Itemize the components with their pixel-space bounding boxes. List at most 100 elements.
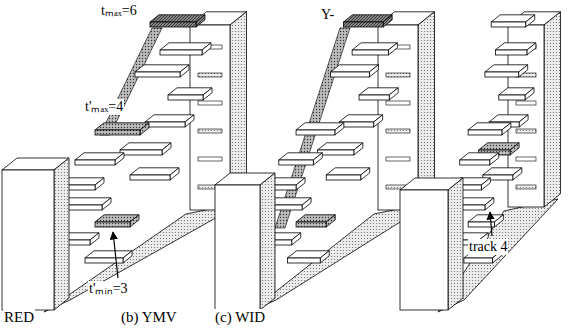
- front-block: [215, 173, 275, 310]
- box-side: [196, 15, 205, 27]
- track-bar: [85, 251, 132, 263]
- track-bar: [468, 215, 503, 227]
- box-side: [335, 123, 344, 135]
- box-side: [320, 251, 329, 263]
- box-side: [388, 43, 397, 55]
- wall-slot: [516, 129, 536, 133]
- box-side: [510, 143, 519, 155]
- wall-slot: [516, 157, 536, 161]
- box-front: [485, 72, 519, 77]
- box-front: [130, 175, 170, 180]
- track-panel: [400, 12, 561, 312]
- box-side: [383, 15, 392, 27]
- track-bar: [120, 143, 171, 155]
- box-side: [369, 65, 378, 77]
- panel-caption: (b) YMV: [120, 309, 178, 326]
- box-side: [162, 143, 171, 155]
- box-side: [448, 178, 463, 310]
- box-side: [389, 88, 398, 100]
- track-bar: [491, 15, 535, 27]
- box-side: [185, 115, 194, 127]
- box-side: [180, 65, 189, 77]
- track-bar: [460, 153, 499, 165]
- box-front: [75, 160, 115, 165]
- track-bar: [296, 123, 344, 135]
- box-front: [120, 150, 162, 155]
- box-side: [485, 198, 494, 210]
- box-front: [145, 122, 185, 127]
- leader-arrow: [490, 212, 492, 236]
- wall-slot: [198, 129, 222, 133]
- box-front: [343, 22, 383, 27]
- track-bar: [279, 153, 323, 165]
- box-side: [481, 178, 490, 190]
- box-front: [279, 160, 314, 165]
- box-front: [495, 50, 526, 55]
- track-bar: [352, 43, 397, 55]
- box-front: [400, 190, 448, 310]
- box-side: [526, 15, 535, 27]
- track-bar: [135, 65, 189, 77]
- wall-slot: [386, 73, 410, 77]
- track-bar: [296, 215, 335, 227]
- track-bar: [495, 43, 536, 55]
- box-side: [170, 168, 179, 180]
- box-side: [123, 251, 132, 263]
- track-panel: [2, 12, 247, 312]
- box-front: [352, 50, 388, 55]
- box-side: [95, 178, 104, 190]
- panel-caption: RED: [3, 309, 35, 326]
- track-bar: [499, 88, 534, 100]
- box-side: [296, 178, 305, 190]
- track-bar: [359, 88, 398, 100]
- box-front: [326, 175, 361, 180]
- track-bar: [130, 168, 179, 180]
- box-front: [160, 50, 202, 55]
- wall-slot: [516, 185, 536, 189]
- box-front: [464, 258, 493, 263]
- box-side: [502, 123, 511, 135]
- floor-slab: [44, 202, 244, 312]
- track-bar: [95, 215, 139, 227]
- box-front: [296, 222, 326, 227]
- box-side: [519, 65, 528, 77]
- box-side: [140, 123, 149, 135]
- track-label: track 4: [468, 239, 508, 255]
- track-bar: [468, 123, 511, 135]
- track-bar: [339, 115, 383, 127]
- box-side: [525, 88, 534, 100]
- front-block: [400, 178, 463, 310]
- box-side: [260, 173, 275, 310]
- wall-slot: [386, 101, 410, 105]
- track-bar: [150, 15, 205, 27]
- box-side: [102, 198, 111, 210]
- track-bar: [287, 251, 329, 263]
- box-side: [202, 43, 211, 55]
- box-side: [490, 153, 499, 165]
- wall-slot: [386, 157, 410, 161]
- box-front: [460, 160, 490, 165]
- track-bar: [145, 115, 194, 127]
- box-side: [544, 12, 561, 207]
- box-front: [287, 258, 320, 263]
- box-side: [354, 143, 363, 155]
- box-side: [115, 153, 124, 165]
- time-label: t'ₘₐₓ=4: [84, 99, 124, 115]
- track-bar: [343, 15, 392, 27]
- track-bar: [485, 65, 528, 77]
- box-front: [95, 222, 130, 227]
- box-side: [292, 233, 301, 245]
- box-front: [135, 72, 180, 77]
- box-side: [513, 168, 522, 180]
- box-side: [313, 153, 322, 165]
- box-front: [359, 95, 389, 100]
- box-front: [296, 130, 335, 135]
- track-label: Y-: [320, 7, 335, 23]
- box-side: [54, 158, 69, 310]
- track-bar: [326, 168, 370, 180]
- wall-slot: [198, 73, 222, 77]
- wall-slot: [386, 129, 410, 133]
- box-front: [499, 95, 525, 100]
- box-side: [130, 215, 139, 227]
